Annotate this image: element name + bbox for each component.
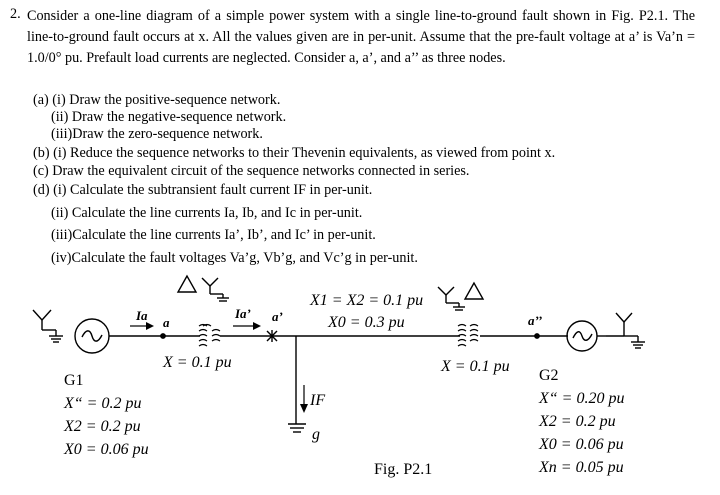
- item-b-i: (b) (i) Reduce the sequence networks to …: [33, 145, 556, 161]
- t2-delta-icon: [463, 281, 485, 300]
- t1-delta-icon: [176, 274, 198, 293]
- g2-x0: X0 = 0.06 pu: [539, 436, 624, 453]
- node-a2-dot: [534, 333, 540, 339]
- problem-number: 2.: [10, 6, 21, 22]
- g2-x2: X2 = 0.2 pu: [539, 413, 616, 430]
- node-a1-star-icon: [266, 330, 278, 342]
- g2-wye-ground-icon: [606, 312, 645, 349]
- item-d-i: (d) (i) Calculate the subtransient fault…: [33, 182, 373, 198]
- ground-node-label: g: [312, 426, 320, 443]
- item-c: (c) Draw the equivalent circuit of the s…: [33, 163, 470, 179]
- problem-intro: Consider a one-line diagram of a simple …: [27, 8, 695, 66]
- current-ia-label: Ia: [136, 308, 148, 323]
- node-a1-label: a’: [272, 309, 283, 324]
- g1-x0: X0 = 0.06 pu: [64, 441, 149, 458]
- node-a2-label: a’’: [528, 313, 543, 328]
- g2-xd: X“ = 0.20 pu: [539, 390, 625, 407]
- g1-name: G1: [64, 372, 84, 389]
- line-x1-x2-label: X1 = X2 = 0.1 pu: [310, 292, 424, 309]
- item-d-ii: (ii) Calculate the line currents Ia, Ib,…: [51, 205, 363, 221]
- g1-generator-icon: [74, 318, 110, 354]
- item-d-iii: (iii)Calculate the line currents Ia’, Ib…: [51, 227, 376, 243]
- item-d-iv: (iv)Calculate the fault voltages Va’g, V…: [51, 250, 418, 266]
- node-a-label: a: [163, 315, 170, 330]
- t2-wye-ground-icon: [437, 286, 465, 311]
- g2-name: G2: [539, 367, 559, 384]
- current-ia1-label: Ia’: [235, 306, 251, 321]
- g1-x2: X2 = 0.2 pu: [64, 418, 141, 435]
- item-a-i: (a) (i) Draw the positive-sequence netwo…: [33, 92, 281, 108]
- figure-caption: Fig. P2.1: [374, 461, 433, 478]
- line-x0-label: X0 = 0.3 pu: [328, 314, 405, 331]
- node-a-dot: [160, 333, 166, 339]
- t1-transformer-icon: [198, 323, 221, 347]
- g2-generator-icon: [566, 320, 598, 352]
- g2-xn: Xn = 0.05 pu: [539, 459, 624, 476]
- t2-transformer-icon: [457, 323, 479, 347]
- t1-reactance-label: X = 0.1 pu: [163, 354, 232, 371]
- g1-xd: X“ = 0.2 pu: [64, 395, 142, 412]
- t1-wye-ground-icon: [201, 277, 229, 302]
- fault-current-label: IF: [310, 392, 326, 409]
- t2-reactance-label: X = 0.1 pu: [441, 358, 510, 375]
- g1-wye-ground-icon: [32, 309, 63, 343]
- fault-branch: [288, 336, 308, 433]
- item-a-iii: (iii)Draw the zero-sequence network.: [51, 126, 263, 142]
- item-a-ii: (ii) Draw the negative-sequence network.: [51, 109, 287, 125]
